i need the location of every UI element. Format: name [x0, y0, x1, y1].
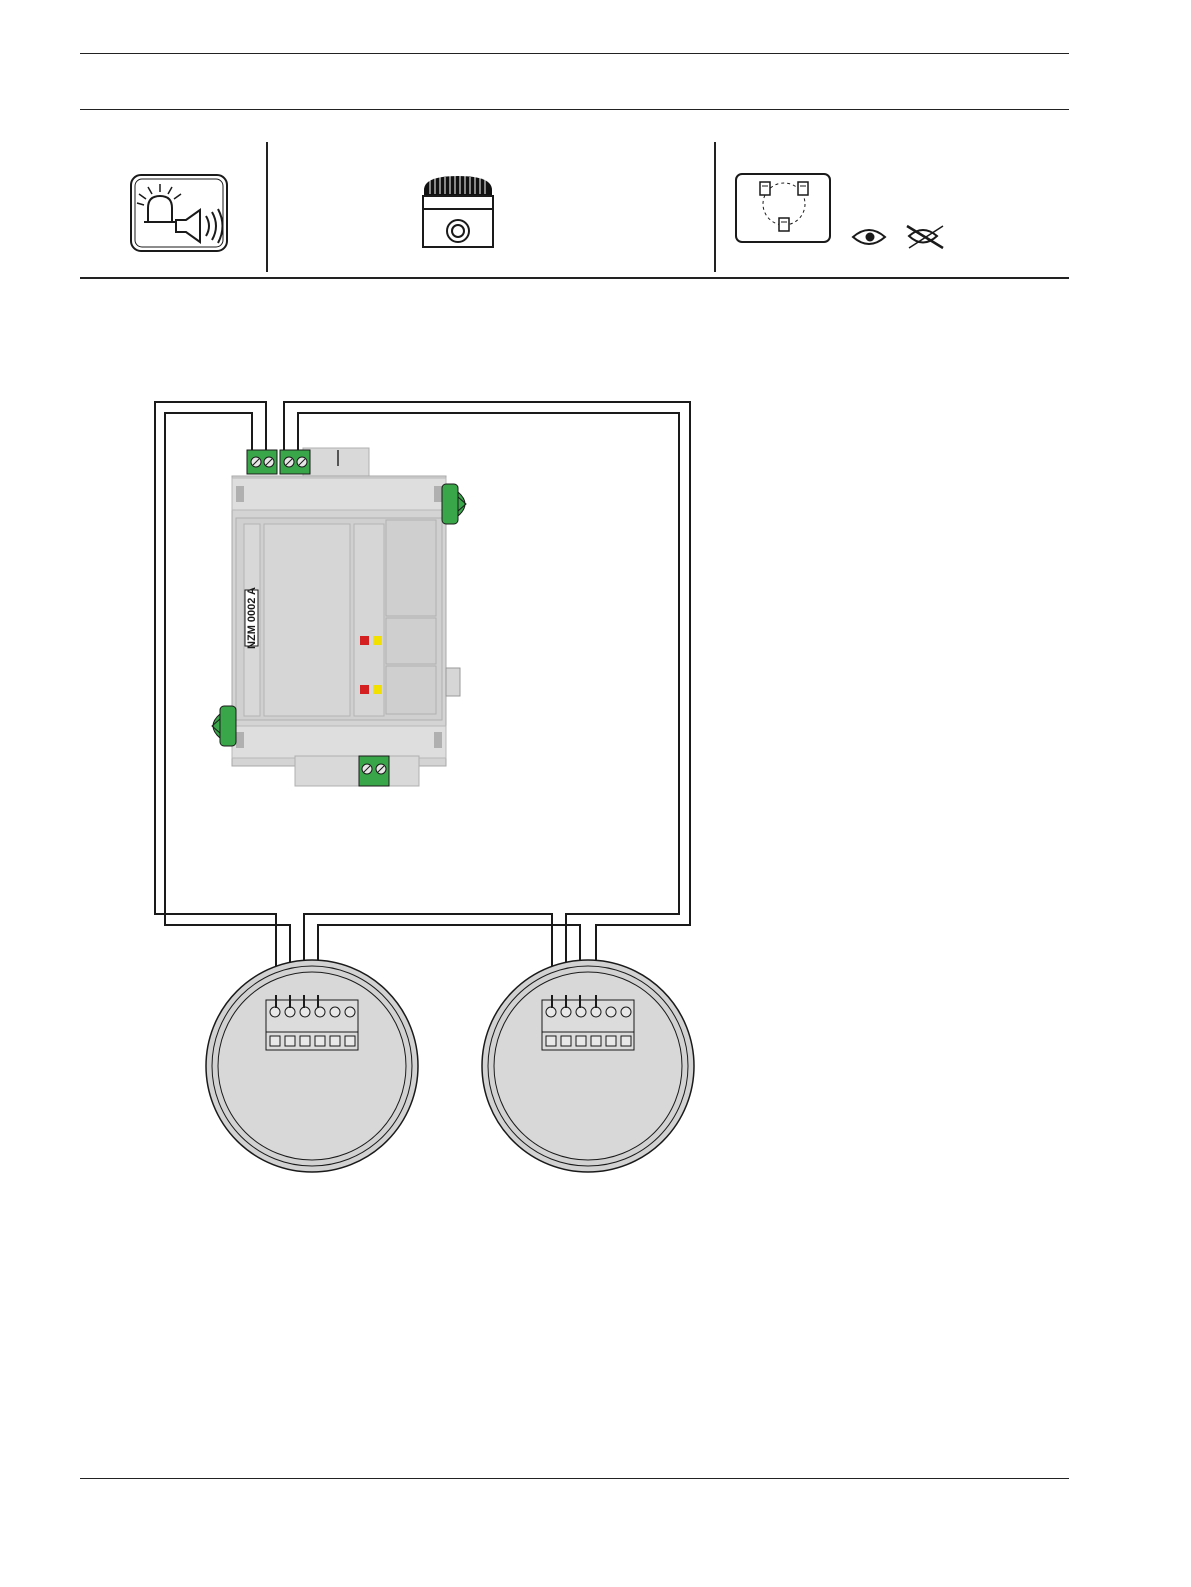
top-rule [80, 53, 1069, 54]
sounder-base-1 [206, 960, 418, 1172]
icon-separator-1 [266, 142, 268, 272]
sounder-base-2 [482, 960, 694, 1172]
module-label: NZM 0002 A [246, 587, 258, 649]
led-yellow-2 [373, 685, 382, 694]
wiring-diagram: NZM 0002 A [0, 380, 760, 1190]
no-power-crossed-icon [903, 222, 947, 252]
led-red-1 [360, 636, 369, 645]
icon-row-rule [80, 277, 1069, 279]
flash-horn-icon [128, 172, 232, 254]
footer-rule [80, 1478, 1069, 1479]
nzm-module: NZM 0002 A [232, 448, 460, 786]
header-rule [80, 109, 1069, 110]
din-clip-left [212, 706, 236, 746]
module-terminal-top-right [280, 450, 310, 474]
module-terminal-bottom [359, 756, 389, 786]
sounder-beacon-icon [418, 172, 498, 252]
loop-topology-icon [734, 172, 834, 246]
led-red-2 [360, 685, 369, 694]
module-terminal-top-left [247, 450, 277, 474]
icon-separator-2 [714, 142, 716, 272]
din-clip-right [442, 484, 466, 524]
visible-eye-icon [851, 226, 887, 248]
led-yellow-1 [373, 636, 382, 645]
